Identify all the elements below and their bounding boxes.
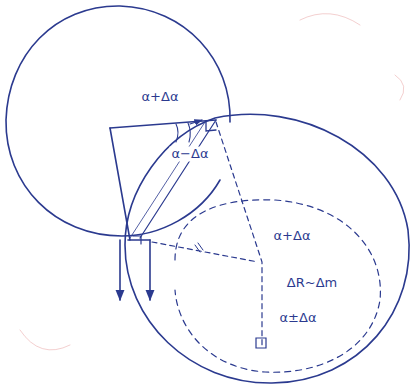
circle [6,6,230,236]
circle [125,114,409,383]
angle-label: α±Δα [278,311,319,326]
angle-label: α−Δα [170,147,211,162]
angle-label: ΔR~Δm [285,276,339,291]
angle-label: α+Δα [272,229,313,244]
angle-label: α+Δα [140,90,181,105]
